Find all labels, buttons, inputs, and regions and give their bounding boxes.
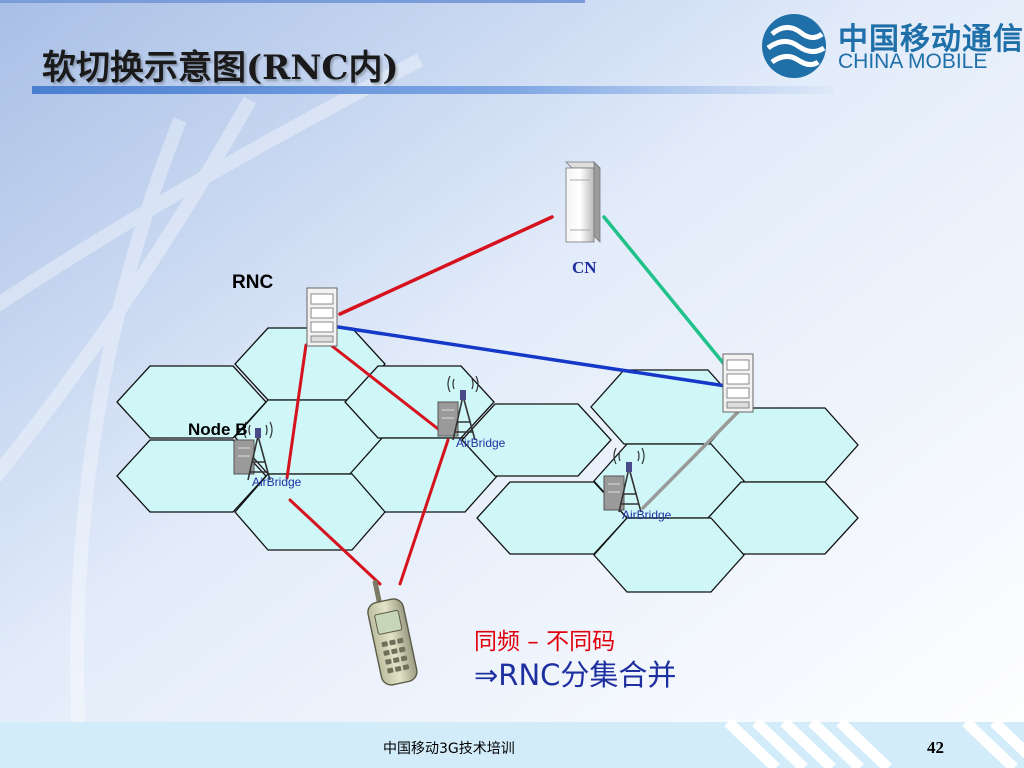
- note-rnc-combining: ⇒RNC分集合并: [474, 658, 677, 692]
- hex-cell: [234, 473, 386, 551]
- cn-rnc2-link: [602, 215, 726, 366]
- hex-cell: [116, 365, 267, 439]
- rnc2-nodeb3-link: [641, 410, 740, 510]
- antenna-label: AirBridge: [252, 475, 302, 489]
- title-underline: [32, 86, 835, 94]
- background-swooshes: [0, 53, 424, 761]
- nodeb2-phone-link: [398, 438, 450, 586]
- cn-label: CN: [572, 258, 597, 277]
- logo-text-cn: 中国移动通信: [838, 22, 1024, 57]
- hex-cell: [476, 481, 628, 555]
- nodeb1-tower-icon: [233, 421, 273, 481]
- top-bar: [0, 0, 585, 3]
- antenna-label: AirBridge: [622, 508, 672, 522]
- footer-band: [0, 718, 1024, 768]
- nodeb1-phone-link: [288, 498, 382, 586]
- note-same-frequency: 同频 – 不同码: [474, 629, 616, 655]
- footer-text: 中国移动3G技术培训: [383, 741, 515, 757]
- rnc-nodeb1-link: [285, 343, 308, 480]
- cell-grid-left: [116, 327, 612, 551]
- nodeb3-tower-icon: [603, 447, 645, 513]
- hex-cell: [461, 403, 612, 477]
- hex-cell: [593, 517, 745, 593]
- cn-server-icon: [565, 161, 601, 243]
- rnc-cabinet-icon: [306, 287, 338, 347]
- rnc-rnc2-iur-link: [336, 325, 728, 388]
- rnc-label: RNC: [232, 272, 274, 293]
- rnc2-cabinet-icon: [722, 353, 754, 413]
- rnc-cn-link: [338, 215, 554, 316]
- slide-title: 软切换示意图(RNC内): [42, 48, 399, 88]
- nodeb2-tower-icon: [437, 375, 479, 441]
- links: [285, 215, 740, 586]
- nodeb-label: Node B: [188, 420, 248, 439]
- mobile-phone-icon: [367, 580, 418, 686]
- antenna-label: AirBridge: [456, 436, 506, 450]
- rnc-nodeb2-link: [330, 344, 444, 434]
- page-number: 42: [927, 738, 944, 757]
- china-mobile-logo-icon: [762, 14, 826, 78]
- logo-text-en: CHINA MOBILE: [838, 50, 988, 73]
- hex-cell: [116, 439, 267, 513]
